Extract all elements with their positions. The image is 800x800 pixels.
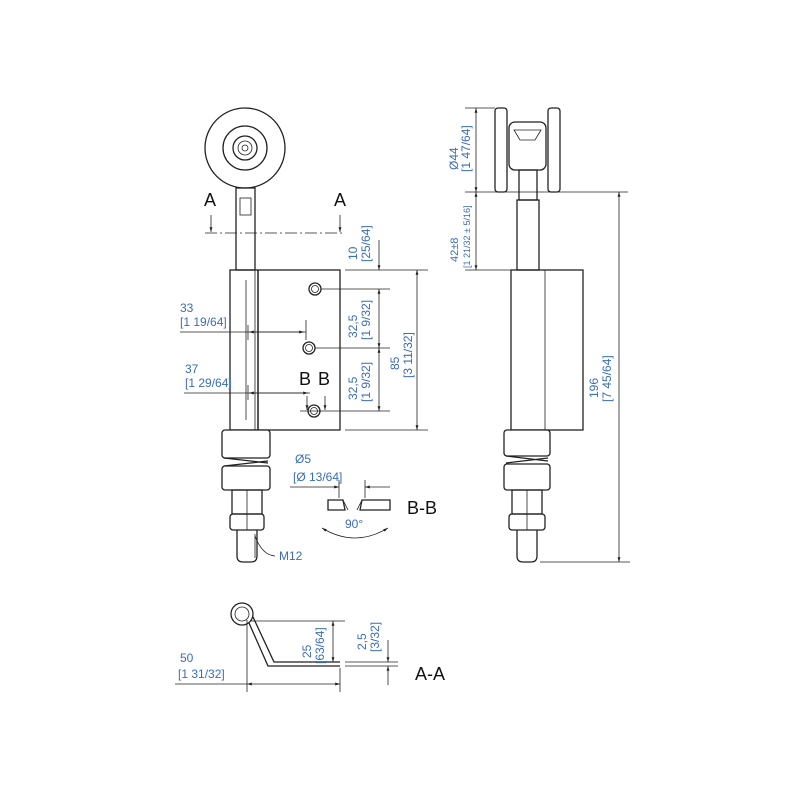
view-bb-label: B-B <box>407 498 437 518</box>
dim-85: 85 <box>388 356 402 370</box>
dim-85-inch: [3 11/32] <box>401 332 415 378</box>
dim-196-inch: [7 45/64] <box>600 355 614 402</box>
dim-2-5: 2,5 <box>355 633 369 650</box>
dim-33-inch: [1 19/64] <box>180 315 227 329</box>
dim-37-inch: [1 29/64] <box>185 376 232 390</box>
dim-37: 37 <box>185 362 199 376</box>
dim-25-inch: [63/64] <box>313 627 327 664</box>
dim-2-5-inch: [3/32] <box>368 622 382 652</box>
dim-5: Ø5 <box>295 452 311 466</box>
dim-10-inch: [25/64] <box>359 225 373 262</box>
dim-50-inch: [1 31/32] <box>178 667 225 681</box>
dim-50: 50 <box>180 651 194 665</box>
dim-5-inch: [Ø 13/64] <box>293 470 342 484</box>
dim-10: 10 <box>346 246 360 260</box>
side-view: Ø44 [1 47/64] 42±8 [1 21/32 ± 5/16] 196 … <box>447 107 630 563</box>
angle-label: 90° <box>345 517 363 531</box>
section-a-label: A <box>204 190 216 210</box>
dim-42: 42±8 <box>449 238 461 262</box>
dim-42-inch: [1 21/32 ± 5/16] <box>462 206 472 269</box>
front-view: A A 10 [25/64] 32,5 [1 9/32] 32,5 [1 9/3… <box>180 107 428 563</box>
section-b-label: B <box>318 369 330 389</box>
section-aa: 50 [1 31/32] 25 [63/64] 2,5 [3/32] A-A <box>175 602 445 692</box>
dim-25: 25 <box>300 644 314 658</box>
section-b-label: B <box>299 369 311 389</box>
dim-33: 33 <box>180 301 194 315</box>
section-a-label: A <box>334 190 346 210</box>
dim-32-5-inch: [1 9/32] <box>359 300 373 340</box>
section-bb: Ø5 [Ø 13/64] 90° B-B <box>290 452 437 539</box>
dim-32-5-inch: [1 9/32] <box>359 362 373 402</box>
dim-32-5: 32,5 <box>346 376 360 400</box>
dim-196: 196 <box>587 378 601 398</box>
view-aa-label: A-A <box>415 664 445 684</box>
thread-label: M12 <box>279 549 303 563</box>
dim-44: Ø44 <box>447 147 461 170</box>
dim-44-inch: [1 47/64] <box>459 125 473 172</box>
dim-32-5: 32,5 <box>346 314 360 338</box>
